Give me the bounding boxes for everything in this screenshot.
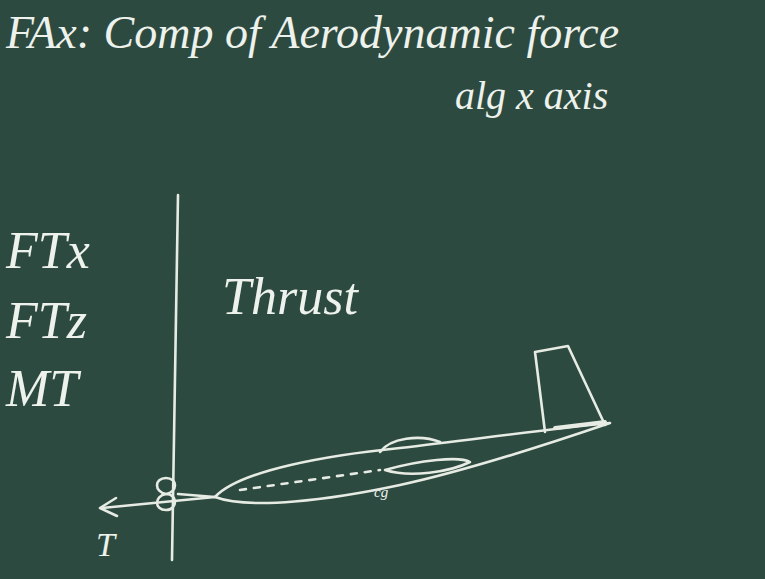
fuselage (215, 423, 610, 503)
force-symbol: FTx (6, 222, 90, 279)
thrust-symbol: T (96, 526, 115, 563)
body-axis (240, 470, 380, 490)
wing (385, 459, 470, 474)
force-symbol: FTz (6, 292, 87, 349)
canopy (380, 438, 440, 452)
heading-note: FAx: Comp of Aerodynamic force (6, 8, 619, 59)
vertical-tail (535, 346, 605, 432)
thrust-label: Thrust (222, 268, 358, 325)
cg-label: cg (374, 484, 388, 501)
propeller (157, 478, 175, 510)
thrust-arrow (102, 497, 215, 508)
horizontal-tail (555, 422, 605, 428)
arrow-head (100, 498, 117, 516)
moment-symbol: MT (6, 360, 78, 417)
heading-note: alg x axis (455, 74, 608, 118)
